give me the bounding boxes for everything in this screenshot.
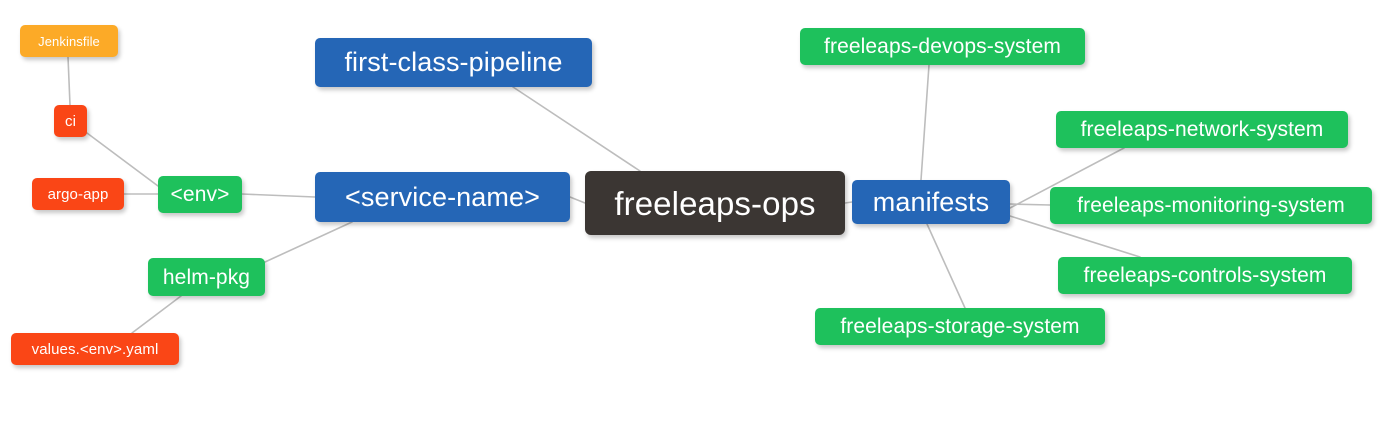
node-freeleaps-network-system[interactable]: freeleaps-network-system — [1056, 111, 1348, 148]
edge-manifests-to-freeleaps-devops-system — [920, 64, 930, 181]
node-label-freeleaps-network-system: freeleaps-network-system — [1080, 118, 1324, 141]
node-label-manifests: manifests — [872, 186, 990, 217]
node-label-values-env-yaml: values.<env>.yaml — [31, 340, 159, 358]
node-argo-app[interactable]: argo-app — [32, 178, 124, 210]
node-label-ci: ci — [64, 112, 77, 130]
node-service-name[interactable]: <service-name> — [315, 172, 570, 222]
node-label-service-name: <service-name> — [345, 181, 540, 212]
node-freeleaps-storage-system[interactable]: freeleaps-storage-system — [815, 308, 1105, 345]
node-first-class-pipeline[interactable]: first-class-pipeline — [315, 38, 592, 87]
node-label-first-class-pipeline: first-class-pipeline — [344, 47, 563, 77]
node-label-freeleaps-ops: freeleaps-ops — [614, 184, 816, 222]
edge-service-name-to-helm-pkg — [264, 221, 353, 263]
node-freeleaps-devops-system[interactable]: freeleaps-devops-system — [800, 28, 1085, 65]
node-values-env-yaml[interactable]: values.<env>.yaml — [11, 333, 179, 365]
node-manifests[interactable]: manifests — [852, 180, 1010, 224]
edge-manifests-to-freeleaps-storage-system — [926, 223, 966, 309]
node-label-freeleaps-storage-system: freeleaps-storage-system — [840, 315, 1080, 338]
node-freeleaps-controls-system[interactable]: freeleaps-controls-system — [1058, 257, 1352, 294]
edge-service-name-to-env — [241, 193, 316, 198]
edge-ci-to-jenkinsfile — [67, 56, 71, 106]
edge-freeleaps-ops-to-service-name — [569, 196, 586, 204]
node-helm-pkg[interactable]: helm-pkg — [148, 258, 265, 296]
edge-freeleaps-ops-to-first-class-pipeline — [512, 86, 641, 172]
node-label-freeleaps-monitoring-system: freeleaps-monitoring-system — [1077, 194, 1345, 217]
node-label-env: <env> — [170, 183, 230, 206]
edge-helm-pkg-to-values-env-yaml — [131, 295, 182, 334]
node-label-helm-pkg: helm-pkg — [162, 265, 251, 289]
node-label-freeleaps-devops-system: freeleaps-devops-system — [824, 35, 1061, 58]
node-freeleaps-monitoring-system[interactable]: freeleaps-monitoring-system — [1050, 187, 1372, 224]
edge-freeleaps-ops-to-manifests — [844, 201, 853, 204]
node-label-freeleaps-controls-system: freeleaps-controls-system — [1083, 264, 1327, 287]
node-ci[interactable]: ci — [54, 105, 87, 137]
node-jenkinsfile[interactable]: Jenkinsfile — [20, 25, 118, 57]
edge-manifests-to-freeleaps-monitoring-system — [1009, 203, 1051, 206]
node-label-jenkinsfile: Jenkinsfile — [38, 33, 100, 49]
node-label-argo-app: argo-app — [47, 185, 109, 203]
node-env[interactable]: <env> — [158, 176, 242, 213]
node-freeleaps-ops[interactable]: freeleaps-ops — [585, 171, 845, 235]
